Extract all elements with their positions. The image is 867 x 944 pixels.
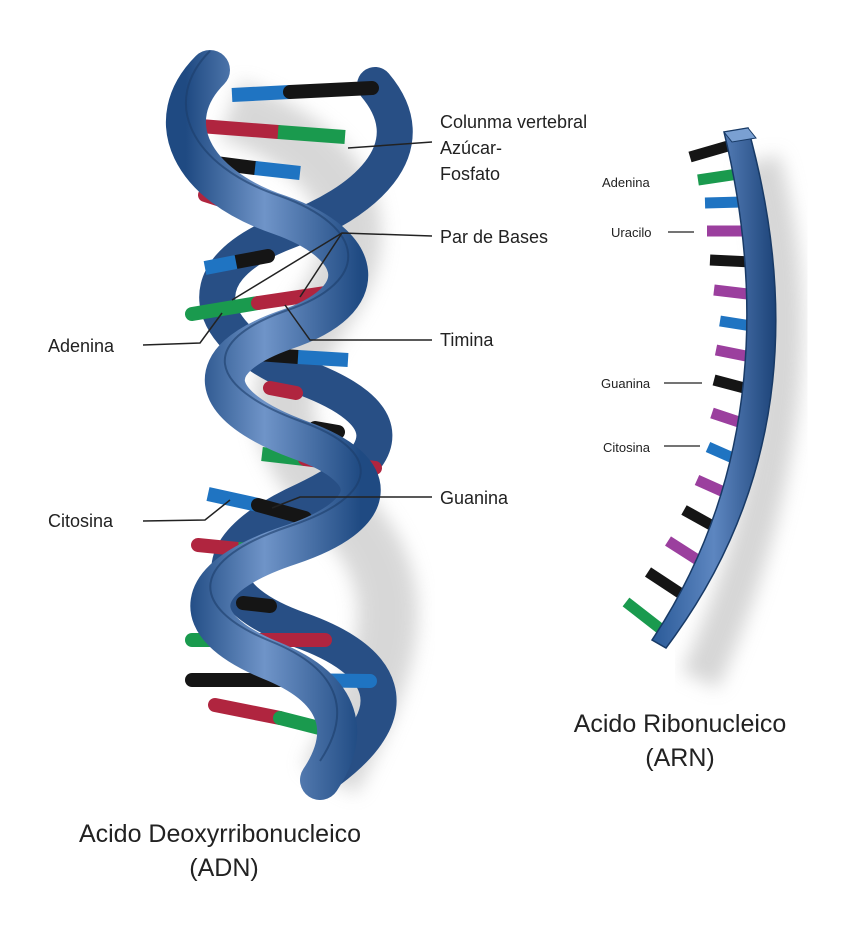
rna-base: [697, 168, 739, 186]
adenine-label: Adenina: [48, 336, 115, 356]
adenine-leader: [142, 312, 223, 346]
dna-title-line1: Acido Deoxyrribonucleico: [79, 820, 361, 848]
dna-base-pair: [231, 81, 379, 102]
rna-adenine-label: Adenina: [602, 175, 650, 190]
dna-base-pair: [263, 381, 303, 400]
rna-title-line1: Acido Ribonucleico: [574, 710, 787, 738]
dna-title-line2: (ADN): [189, 854, 258, 882]
dna-base-pair: [193, 119, 346, 144]
backbone-label-line1: Colunma vertebral: [440, 112, 587, 132]
dna-labels: Colunma vertebral Azúcar- Fosfato Par de…: [48, 112, 587, 531]
rna-labels: Adenina Uracilo Guanina Citosina: [601, 175, 651, 455]
backbone-label-line3: Fosfato: [440, 164, 500, 184]
guanine-leader: [271, 496, 432, 509]
dna-callout-lines: [142, 141, 433, 522]
rna-cytosine-label: Citosina: [603, 440, 651, 455]
rna-callout-lines: [664, 231, 702, 447]
dna-base-pair: [236, 596, 277, 613]
dna-base-pair: [206, 487, 312, 525]
base-pair-leader-b: [299, 232, 433, 298]
rna-shadow: [681, 154, 803, 689]
rna-uracil-label: Uracilo: [611, 225, 651, 240]
dna-front-strand: [165, 50, 381, 800]
dna-base-pair: [203, 249, 275, 275]
rna-base: [688, 140, 730, 163]
rna-strand: [622, 127, 803, 689]
rna-guanine-label: Guanina: [601, 376, 651, 391]
guanine-label: Guanina: [440, 488, 509, 508]
base-pair-leader-a: [231, 232, 343, 301]
rna-backbone-top: [723, 127, 757, 143]
cytosine-label: Citosina: [48, 511, 114, 531]
dna-front-strand-edge: [184, 50, 362, 762]
backbone-label-line2: Azúcar-: [440, 138, 502, 158]
rna-base: [704, 196, 743, 209]
rna-backbone: [650, 127, 777, 649]
rna-title-line2: (ARN): [645, 744, 714, 772]
dna-helix: [165, 50, 418, 800]
cytosine-leader: [142, 499, 231, 522]
thymine-label: Timina: [440, 330, 494, 350]
base-pair-label: Par de Bases: [440, 227, 548, 247]
thymine-leader: [284, 304, 432, 341]
backbone-leader: [347, 141, 433, 149]
rna-base: [622, 597, 666, 635]
